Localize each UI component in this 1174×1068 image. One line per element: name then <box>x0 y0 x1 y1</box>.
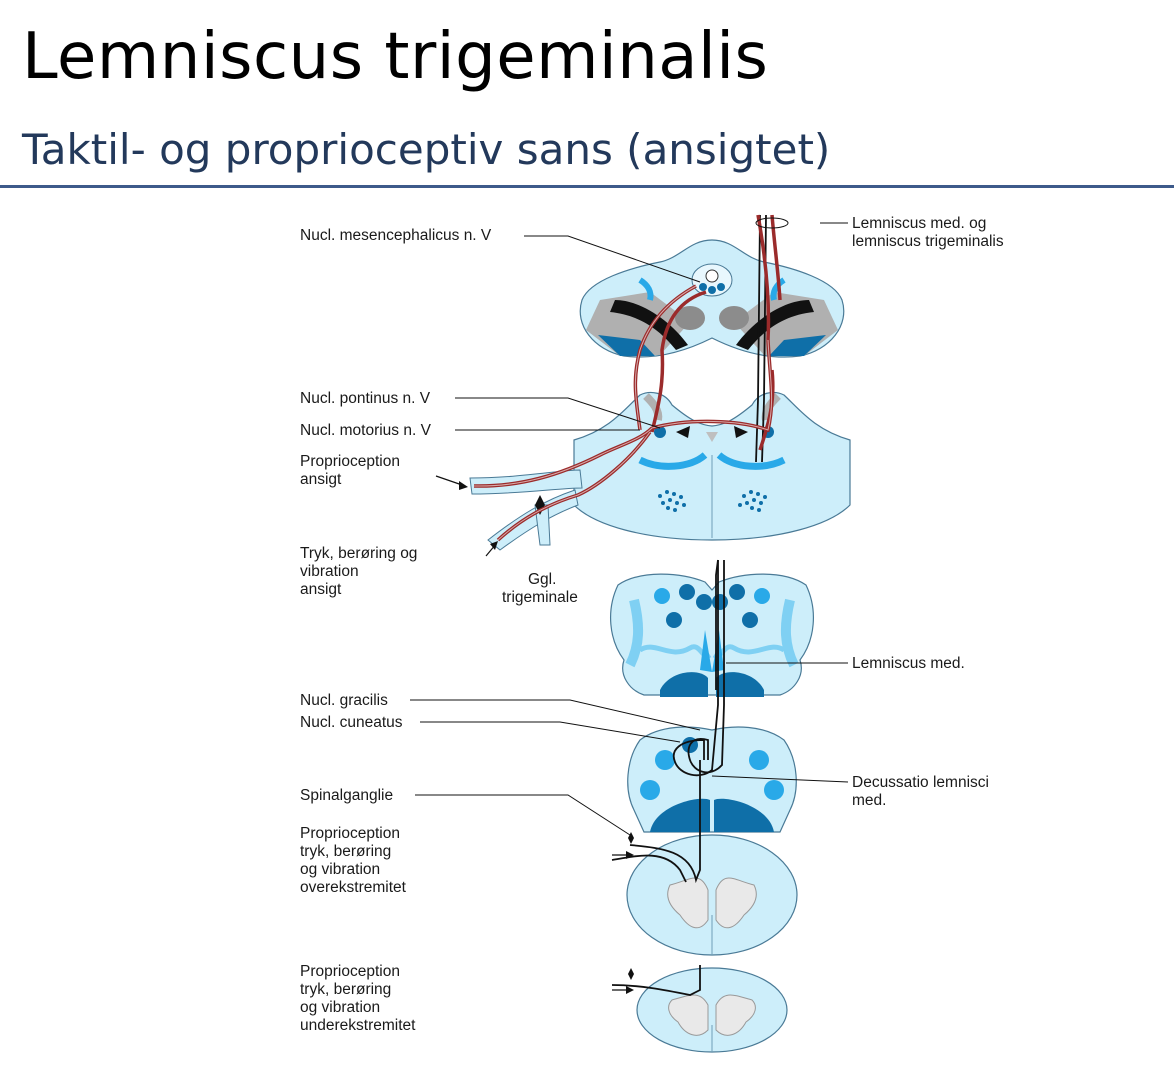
lumbar-cord-section <box>636 967 788 1053</box>
label-nucl-motorius: Nucl. motorius n. V <box>300 422 432 439</box>
label-over-proprioception: Proprioception <box>300 825 400 842</box>
label-ansigt: ansigt <box>300 471 342 488</box>
label-under-vibration: og vibration <box>300 999 380 1016</box>
label-spinalganglie: Spinalganglie <box>300 787 393 804</box>
label-ggl: Ggl. <box>528 571 556 588</box>
label-under-tryk: tryk, berøring <box>300 981 391 998</box>
label-overekstremitet: overekstremitet <box>300 879 407 896</box>
pons-section <box>573 391 851 541</box>
title-rule <box>0 185 1174 188</box>
label-nucl-cuneatus: Nucl. cuneatus <box>300 714 403 731</box>
label-decussatio-med: med. <box>852 792 886 809</box>
label-trigeminale: trigeminale <box>502 589 578 606</box>
label-over-vibration: og vibration <box>300 861 380 878</box>
label-tryk-beroring: Tryk, berøring og <box>300 545 417 562</box>
label-nucl-mesencephalicus: Nucl. mesencephalicus n. V <box>300 227 492 244</box>
label-decussatio: Decussatio lemnisci <box>852 774 989 791</box>
label-lemniscus-med: Lemniscus med. <box>852 655 965 672</box>
label-underekstremitet: underekstremitet <box>300 1017 416 1034</box>
page-subtitle: Taktil- og proprioceptiv sans (ansigtet) <box>22 125 831 174</box>
label-nucl-pontinus: Nucl. pontinus n. V <box>300 390 431 407</box>
label-lemniscus-med-og: Lemniscus med. og <box>852 215 986 232</box>
label-under-proprioception: Proprioception <box>300 963 400 980</box>
lumbar-ganglion-marker <box>628 968 634 980</box>
lower-medulla-section <box>627 726 797 833</box>
cervical-cord-section <box>626 834 798 956</box>
input-arrows <box>435 475 634 994</box>
upper-medulla-section <box>610 573 814 697</box>
midbrain-section <box>579 239 845 358</box>
label-vibration: vibration <box>300 563 359 580</box>
label-lemniscus-trigeminalis: lemniscus trigeminalis <box>852 233 1004 250</box>
label-nucl-gracilis: Nucl. gracilis <box>300 692 388 709</box>
label-proprioception-ansigt: Proprioception <box>300 453 400 470</box>
label-over-tryk: tryk, berøring <box>300 843 391 860</box>
leader-lines <box>410 217 849 836</box>
label-ansigt-2: ansigt <box>300 581 342 598</box>
page-title: Lemniscus trigeminalis <box>22 20 769 94</box>
